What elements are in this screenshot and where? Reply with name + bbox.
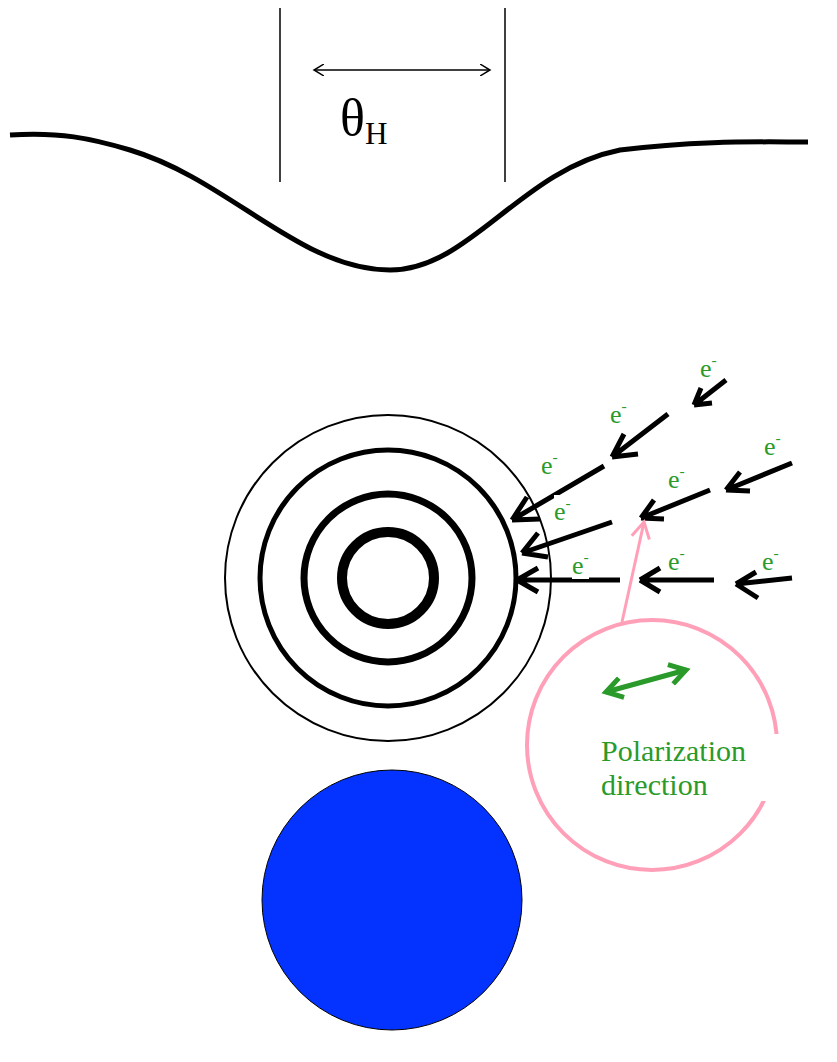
electron-label: e- <box>554 495 571 525</box>
electron-label: e- <box>541 449 558 479</box>
width-arrow <box>314 69 490 71</box>
potential-curve <box>10 134 808 270</box>
blue-sphere <box>262 770 522 1030</box>
electron-label: e- <box>700 352 717 382</box>
polarization-arrow <box>606 670 686 692</box>
callout-pointer <box>622 522 644 622</box>
width-line <box>504 8 506 182</box>
electron-arrows <box>512 380 792 598</box>
electron-label: e- <box>572 549 589 579</box>
electron-label: e- <box>668 463 685 493</box>
electron-label: e- <box>668 545 685 575</box>
electron-label: e- <box>764 430 781 460</box>
electron-label: e- <box>610 398 627 428</box>
callout-text: Polarization direction <box>601 734 831 801</box>
angle-label: θH <box>340 92 387 150</box>
electron-label: e- <box>762 545 779 575</box>
concentric-rings <box>225 415 551 741</box>
width-line <box>279 8 281 182</box>
